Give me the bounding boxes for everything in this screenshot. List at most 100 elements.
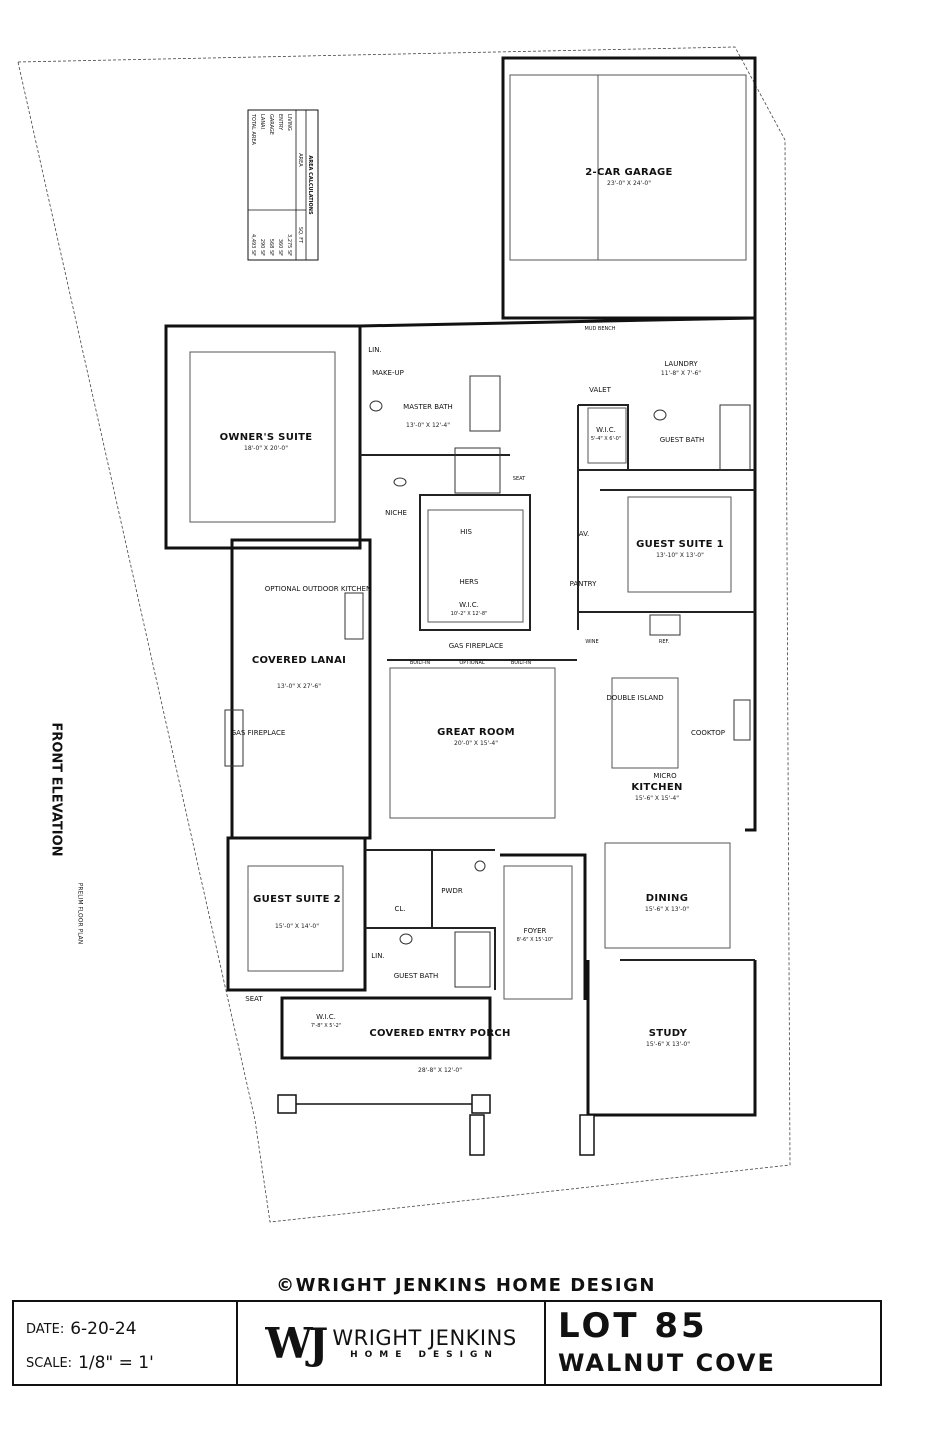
great-room-label: GREAT ROOM xyxy=(437,727,515,738)
built-in-left-label: BUILT-IN xyxy=(410,660,431,666)
guest-suite-1-dim: 13'-10" X 13'-0" xyxy=(656,552,704,559)
lot-boundary xyxy=(17,46,791,1223)
wic-guest-dim: 5'-4" X 6'-0" xyxy=(591,436,621,442)
study-label: STUDY xyxy=(649,1028,688,1039)
garage-label: 2-CAR GARAGE xyxy=(585,167,672,178)
wic-master-dim: 10'-2" X 12'-8" xyxy=(451,611,488,617)
laundry-dim: 11'-8" X 7'-6" xyxy=(661,370,701,377)
kitchen-dim: 15'-6" X 15'-4" xyxy=(635,795,679,802)
area-row-label: LIVING xyxy=(286,114,292,131)
prelim-floor-plan-label: PRELIM FLOOR PLAN xyxy=(76,882,84,945)
garage-dim: 23'-0" X 24'-0" xyxy=(607,180,651,187)
lin2-label: LIN. xyxy=(371,952,384,960)
wj-logo: WJ xyxy=(265,1318,328,1368)
scale-value: 1/8" = 1' xyxy=(78,1353,154,1373)
company-name: WRIGHT JENKINS xyxy=(332,1326,517,1350)
scale-label: SCALE: xyxy=(26,1355,73,1371)
area-row-label: GARAGE xyxy=(268,114,274,135)
wic-small-dim: 7'-8" X 5'-2" xyxy=(311,1023,341,1029)
wic-guest-label: W.I.C. xyxy=(596,426,616,434)
scale-row: SCALE: 1/8" = 1' xyxy=(26,1346,224,1380)
foyer-dim: 8'-6" X 15'-10" xyxy=(517,937,554,943)
area-row-label: LANAI xyxy=(259,114,265,129)
laundry-label: LAUNDRY xyxy=(664,360,698,368)
wine-label: WINE xyxy=(585,639,598,645)
wic-small-label: W.I.C. xyxy=(316,1013,336,1021)
lin-label: LIN. xyxy=(368,346,381,354)
owners-suite-label: OWNER'S SUITE xyxy=(220,432,313,443)
guest-bath-2-label: GUEST BATH xyxy=(394,972,439,980)
entry-porch-dim: 28'-8" X 12'-0" xyxy=(418,1067,462,1074)
master-bath-label: MASTER BATH xyxy=(403,403,453,411)
covered-lanai-label: COVERED LANAI xyxy=(252,655,346,666)
room-outlines xyxy=(189,74,747,1000)
date-row: DATE: 6-20-24 xyxy=(26,1312,224,1346)
hers-label: HERS xyxy=(460,578,480,586)
title-block: DATE: 6-20-24 SCALE: 1/8" = 1' WJ WRIGHT… xyxy=(12,1300,882,1386)
room-labels: 2-CAR GARAGE 23'-0" X 24'-0" OWNER'S SUI… xyxy=(220,167,724,1074)
owners-suite-dim: 18'-0" X 20'-0" xyxy=(244,445,288,452)
great-room-dim: 20'-0" X 15'-4" xyxy=(454,740,498,747)
lanai-fireplace-label: GAS FIREPLACE xyxy=(231,729,286,737)
seat-2-label: SEAT xyxy=(245,995,263,1003)
ref-label: REF. xyxy=(659,639,670,645)
seat-label: SEAT xyxy=(513,476,526,482)
area-row-value: 4,493 SF xyxy=(250,234,256,256)
double-island-label: DOUBLE ISLAND xyxy=(606,694,663,702)
optional-label: OPTIONAL xyxy=(459,660,485,666)
area-row-value: 568 SF xyxy=(268,239,274,256)
wic-master-label: W.I.C. xyxy=(459,601,479,609)
niche-label: NICHE xyxy=(385,509,407,517)
company-name-block: WRIGHT JENKINS HOME DESIGN xyxy=(332,1326,516,1360)
date-value: 6-20-24 xyxy=(70,1319,137,1339)
title-block-info: DATE: 6-20-24 SCALE: 1/8" = 1' xyxy=(14,1302,238,1384)
cooktop-label: COOKTOP xyxy=(691,729,725,737)
copyright-line: ©WRIGHT JENKINS HOME DESIGN xyxy=(276,1275,656,1296)
dining-dim: 15'-6" X 13'-0" xyxy=(645,906,689,913)
area-row-value: 360 SF xyxy=(277,239,283,256)
company-subtitle: HOME DESIGN xyxy=(350,1350,499,1360)
covered-lanai-dim: 13'-0" X 27'-6" xyxy=(277,683,321,690)
foyer-label: FOYER xyxy=(524,927,547,935)
outdoor-kitchen-label: OPTIONAL OUTDOOR KITCHEN xyxy=(265,585,371,593)
area-table-title: AREA CALCULATIONS xyxy=(307,155,313,215)
area-table-col-sqft: SQ. FT xyxy=(297,227,303,244)
pantry-label: PANTRY xyxy=(570,580,597,588)
guest-suite-1-label: GUEST SUITE 1 xyxy=(636,539,724,550)
make-up-label: MAKE-UP xyxy=(372,369,404,377)
exterior-walls xyxy=(164,56,757,1117)
gas-fireplace-label: GAS FIREPLACE xyxy=(449,642,504,650)
fixture-labels: MUD BENCH VALET GUEST BATH LIN. MAKE-UP … xyxy=(231,326,725,1003)
fixtures xyxy=(224,375,751,988)
valet-label: VALET xyxy=(589,386,611,394)
master-bath-dim: 13'-0" X 12'-4" xyxy=(406,422,450,429)
powder-label: PWDR xyxy=(441,887,463,895)
date-label: DATE: xyxy=(26,1321,65,1337)
guest-suite-2-dim: 15'-0" X 14'-0" xyxy=(275,923,319,930)
area-row-label: TOTAL AREA xyxy=(250,113,256,146)
built-in-right-label: BUILT-IN xyxy=(511,660,532,666)
area-row-value: 3,275 SF xyxy=(286,234,292,256)
area-calculations-table: AREA CALCULATIONS AREA SQ. FT LIVING 3,2… xyxy=(247,109,319,261)
porch-columns xyxy=(277,1094,595,1156)
study-dim: 15'-6" X 13'-0" xyxy=(646,1041,690,1048)
his-label: HIS xyxy=(460,528,472,536)
kitchen-label: KITCHEN xyxy=(631,782,682,793)
guest-bath-label: GUEST BATH xyxy=(660,436,705,444)
subdivision-name: WALNUT COVE xyxy=(558,1349,776,1377)
closet-label: CL. xyxy=(394,905,405,913)
lot-number: LOT 85 xyxy=(558,1306,708,1346)
mud-bench-label: MUD BENCH xyxy=(585,326,616,332)
av-label: AV. xyxy=(579,530,589,538)
front-elevation-label: FRONT ELEVATION xyxy=(48,722,64,857)
area-table-col-area: AREA xyxy=(297,153,303,167)
floor-plan: AREA CALCULATIONS AREA SQ. FT LIVING 3,2… xyxy=(17,46,791,1223)
micro-label: MICRO xyxy=(653,772,677,780)
company-logo-block: WJ WRIGHT JENKINS HOME DESIGN xyxy=(238,1302,546,1384)
area-row-value: 290 SF xyxy=(259,239,265,256)
area-row-label: ENTRY xyxy=(277,114,283,131)
lot-block: LOT 85 WALNUT COVE xyxy=(546,1302,880,1384)
guest-suite-2-label: GUEST SUITE 2 xyxy=(253,894,341,905)
entry-porch-label: COVERED ENTRY PORCH xyxy=(369,1028,510,1039)
dining-label: DINING xyxy=(646,893,689,904)
